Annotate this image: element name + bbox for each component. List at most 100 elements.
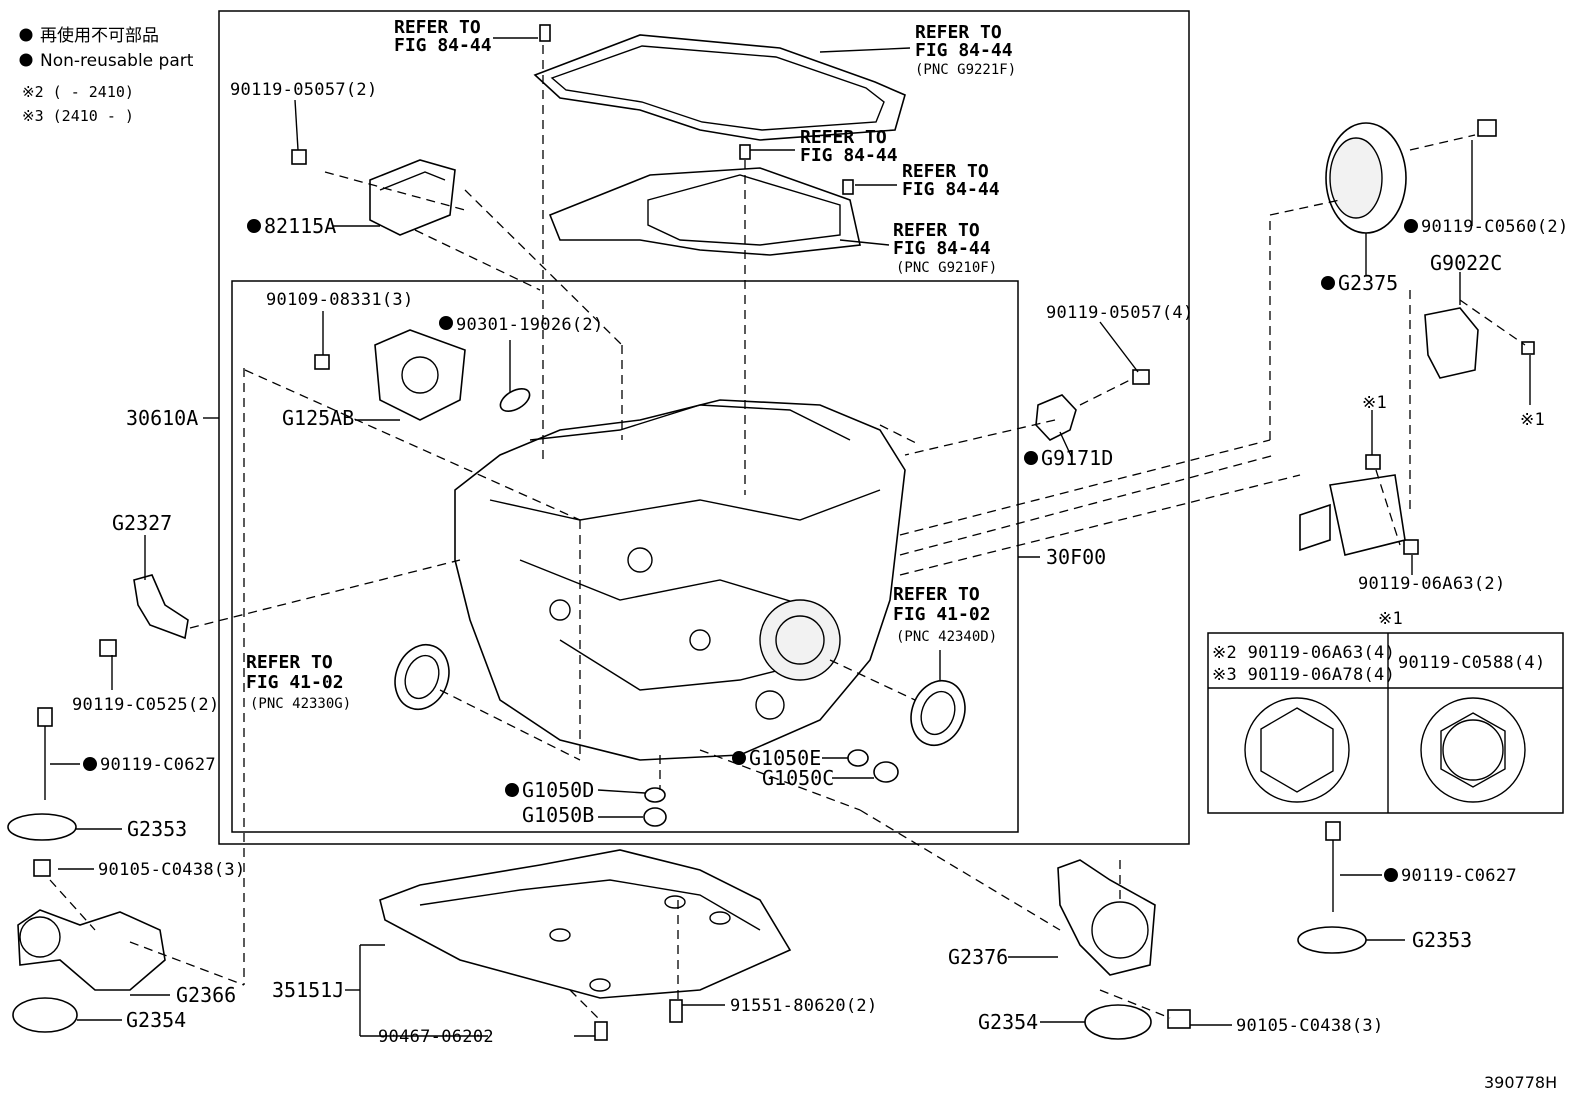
fig-label-1: FIG 84-44 [394, 35, 492, 56]
label-90119-c0560: 90119-C0560(2) [1421, 217, 1569, 237]
legend-en: Non-reusable part [40, 51, 194, 71]
label-g2354-left: G2354 [126, 1008, 186, 1032]
stopper-g2354-left [12, 997, 78, 1033]
mark1-b: ※1 [1520, 410, 1545, 430]
label-g2375: G2375 [1338, 271, 1398, 295]
pnc-g9221f: (PNC G9221F) [915, 62, 1016, 78]
non-reusable-dot-icon [83, 757, 97, 771]
valve-body-plate [548, 167, 861, 256]
refer-label-6: REFER TO [246, 652, 333, 673]
washer-g2353-right [1297, 926, 1367, 954]
refer-label-2: REFER TO [915, 22, 1002, 43]
non-reusable-dot-icon [1024, 451, 1038, 465]
label-g2353-right: G2353 [1412, 928, 1472, 952]
label-g1050d: G1050D [522, 778, 594, 802]
refer-label-5: REFER TO [893, 220, 980, 241]
oil-filter-g125ab [374, 329, 466, 421]
fig-label-3: FIG 84-44 [800, 145, 898, 166]
oil-seal-right [910, 679, 966, 747]
table-row2: ※3 90119-06A78(4) [1212, 665, 1395, 685]
oil-seal-left [394, 643, 450, 711]
label-90109-08331: 90109-08331(3) [266, 290, 414, 310]
label-g2366: G2366 [176, 983, 236, 1007]
fig-label-4: FIG 84-44 [902, 179, 1000, 200]
label-90119-c0627-left: 90119-C0627 [100, 755, 216, 775]
label-g1050b: G1050B [522, 803, 594, 827]
non-reusable-dot-icon [1384, 868, 1398, 882]
washer-g2353-left [7, 813, 77, 841]
label-90119-05057-4: 90119-05057(4) [1046, 303, 1194, 323]
refer-label-3: REFER TO [800, 127, 887, 148]
bolt-group [33, 24, 1535, 1041]
non-reusable-dot-icon [247, 219, 261, 233]
o-ring-90301 [499, 388, 531, 412]
non-reusable-dot-icon [732, 751, 746, 765]
fig-label-5: FIG 84-44 [893, 238, 991, 259]
label-90105-c0438-left: 90105-C0438(3) [98, 860, 246, 880]
non-reusable-dot-icon [19, 28, 33, 42]
guide-lines [49, 45, 1526, 1021]
pnc-g9210f: (PNC G9210F) [896, 260, 997, 276]
figure-id: 390778H [1484, 1073, 1557, 1092]
label-g9022c: G9022C [1430, 251, 1502, 275]
legend-jp: 再使用不可部品 [40, 25, 159, 46]
sensor-g9171d [1035, 394, 1077, 441]
fig-label-6: FIG 41-02 [246, 672, 344, 693]
label-90119-c0627-right: 90119-C0627 [1401, 866, 1517, 886]
outer-assembly-frame [218, 10, 1190, 845]
label-30f00: 30F00 [1046, 545, 1106, 569]
label-g9171d: G9171D [1041, 446, 1113, 470]
non-reusable-dot-icon [19, 53, 33, 67]
non-reusable-dot-icon [505, 783, 519, 797]
label-90301-19026: 90301-19026(2) [456, 315, 604, 335]
mount-g2376 [1057, 859, 1156, 976]
bolt-head-table [1207, 632, 1564, 814]
label-91551-80620: 91551-80620(2) [730, 996, 878, 1016]
label-g2376: G2376 [948, 945, 1008, 969]
label-35151j: 35151J [272, 978, 344, 1002]
refer-label-1: REFER TO [394, 17, 481, 38]
under-cover-35151j [379, 849, 792, 999]
mark1-a: ※1 [1362, 393, 1387, 413]
mark1-c: ※1 [1378, 609, 1403, 629]
mount-g2366 [17, 909, 166, 991]
oil-pan-cover [533, 34, 906, 141]
label-90119-05057-2: 90119-05057(2) [230, 80, 378, 100]
label-g1050c: G1050C [762, 766, 834, 790]
label-90467-06202: 90467-06202 [378, 1027, 494, 1047]
label-90105-c0438-right: 90105-C0438(3) [1236, 1016, 1384, 1036]
labels: REFER TO FIG 84-44 REFER TO FIG 84-44 (P… [72, 17, 1569, 1092]
refer-label-7: REFER TO [893, 584, 980, 605]
label-g1050e: G1050E [749, 746, 821, 770]
fig-label-7: FIG 41-02 [893, 604, 991, 625]
bracket-g2327 [133, 574, 189, 640]
drive-shaft-bracket [1299, 474, 1406, 556]
transaxle-housing [454, 399, 906, 761]
oil-cooler-82115a [369, 159, 456, 236]
pnc-42330g: (PNC 42330G) [250, 696, 351, 712]
fig-label-2: FIG 84-44 [915, 40, 1013, 61]
refer-label-4: REFER TO [902, 161, 989, 182]
label-82115a: 82115A [264, 214, 336, 238]
label-90119-c0525: 90119-C0525(2) [72, 695, 220, 715]
damper-g2375 [1325, 122, 1407, 234]
non-reusable-dot-icon [439, 316, 453, 330]
label-g2354-right: G2354 [978, 1010, 1038, 1034]
pnc-42340d: (PNC 42340D) [896, 629, 997, 645]
label-g2353-left: G2353 [127, 817, 187, 841]
plug-g1050c [873, 761, 899, 783]
table-row1: ※2 90119-06A63(4) [1212, 643, 1395, 663]
legend-note-2: ※2 ( - 2410) [22, 83, 134, 101]
label-g125ab: G125AB [282, 406, 354, 430]
label-90119-06a63-2: 90119-06A63(2) [1358, 574, 1506, 594]
gasket-g1050e [847, 749, 869, 767]
non-reusable-dot-icon [1321, 276, 1335, 290]
bracket-g9022c [1424, 307, 1479, 379]
table-right: 90119-C0588(4) [1398, 653, 1546, 673]
legend: 再使用不可部品 Non-reusable part ※2 ( - 2410) ※… [19, 25, 194, 125]
gasket-g1050d [644, 787, 666, 803]
label-g2327: G2327 [112, 511, 172, 535]
leader-lines [50, 37, 1531, 1037]
plug-g1050b [643, 807, 667, 827]
